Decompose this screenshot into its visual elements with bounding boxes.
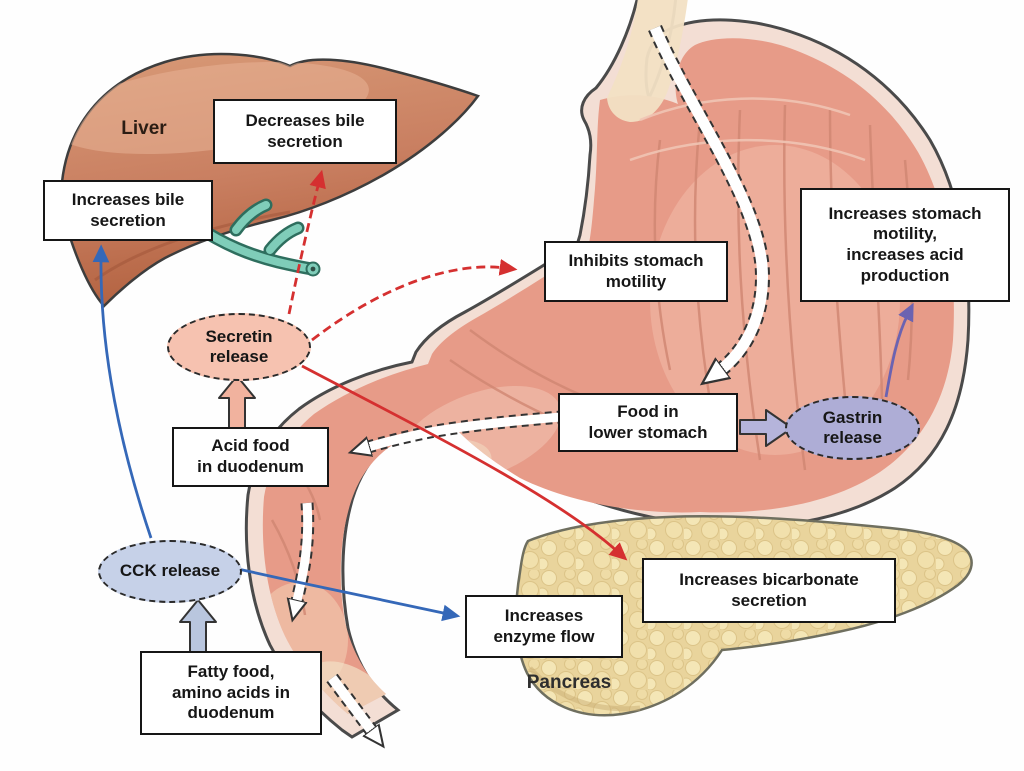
pancreas-label: Pancreas <box>526 672 612 693</box>
arrow-cck-increases-bile <box>92 244 153 539</box>
arrow-duodenum-down <box>296 502 315 605</box>
label-increases-stomach-motility-acid: Increases stomach motility, increases ac… <box>800 188 1010 302</box>
secretin-release-node: Secretin release <box>167 313 311 381</box>
bile-duct <box>189 198 321 277</box>
label-increases-bicarbonate-secretion: Increases bicarbonate secretion <box>642 558 896 623</box>
arrow-esophagus-to-stomach <box>648 25 770 372</box>
label-food-in-lower-stomach: Food in lower stomach <box>558 393 738 452</box>
liver-organ <box>60 52 481 308</box>
label-fatty-food-amino-acids: Fatty food, amino acids in duodenum <box>140 651 322 735</box>
arrow-gastrin-motility-acid <box>884 302 914 398</box>
arrow-secretin-decreases-bile <box>287 169 326 315</box>
bile-duct-lumen <box>310 266 316 272</box>
label-inhibits-stomach-motility: Inhibits stomach motility <box>544 241 728 302</box>
arrow-secretin-bicarbonate <box>301 364 628 561</box>
stomach-mucosa <box>262 38 954 715</box>
arrow-cck-enzyme-flow <box>237 567 461 622</box>
arrow-acid-food-to-secretin <box>218 375 256 433</box>
gastrin-release-node: Gastrin release <box>785 396 920 460</box>
cck-release-node: CCK release <box>98 540 242 603</box>
arrow-food-to-gastrin <box>739 409 793 447</box>
arrow-stomach-to-duodenum <box>365 407 601 448</box>
pancreas-shading <box>528 666 641 712</box>
food-flow-arrows <box>296 25 770 734</box>
arrow-secretin-inhibits-motility <box>311 258 518 342</box>
label-decreases-bile-secretion: Decreases bile secretion <box>213 99 397 164</box>
esophagus-interior <box>607 0 688 122</box>
label-acid-food-in-duodenum: Acid food in duodenum <box>172 427 329 487</box>
label-increases-bile-secretion: Increases bile secretion <box>43 180 213 241</box>
liver-label: Liver <box>121 118 167 139</box>
label-increases-enzyme-flow: Increases enzyme flow <box>465 595 623 658</box>
arrow-fatty-food-to-cck <box>179 599 217 655</box>
arrow-duodenum-exit <box>326 673 374 734</box>
